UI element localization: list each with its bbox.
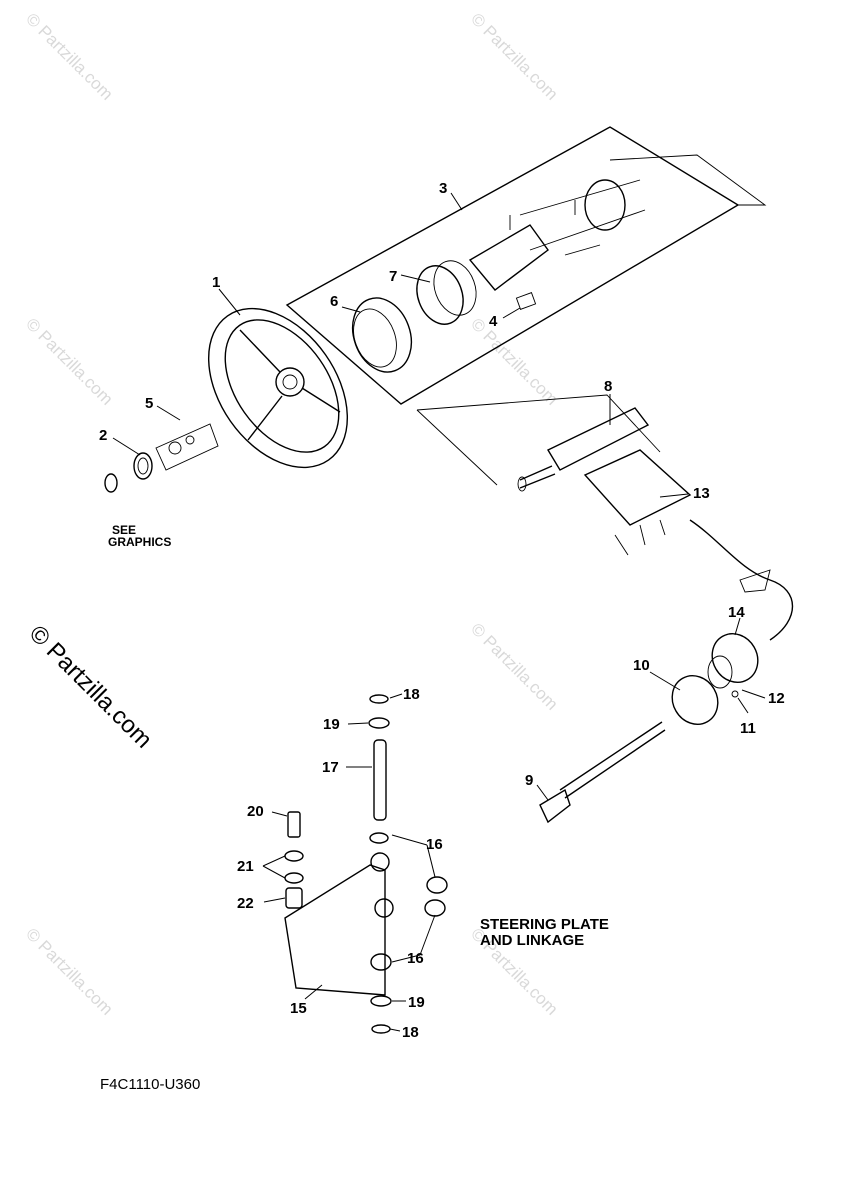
- see-graphics-note: GRAPHICS: [108, 535, 171, 549]
- watermark: © Partzilla.com: [467, 619, 561, 713]
- label-part-18: 18: [403, 686, 420, 703]
- assembly-8-box: [416, 394, 661, 486]
- label-part-19: 19: [323, 716, 340, 733]
- label-part-16: 16: [407, 950, 424, 967]
- label-part-16: 16: [426, 836, 443, 853]
- watermark: © Partzilla.com: [467, 314, 561, 408]
- watermark: © Partzilla.com: [22, 314, 116, 408]
- label-part-2: 2: [99, 427, 107, 444]
- see-graphics-note: SEE: [112, 523, 136, 537]
- label-part-8: 8: [604, 378, 612, 395]
- watermark-group: © Partzilla.com © Partzilla.com © Partzi…: [22, 9, 561, 1018]
- label-part-18: 18: [402, 1024, 419, 1041]
- label-part-5: 5: [145, 395, 153, 412]
- hub-parts: [351, 260, 477, 373]
- label-part-20: 20: [247, 803, 264, 820]
- label-part-14: 14: [728, 604, 745, 621]
- assembly-3-box: [285, 126, 767, 405]
- label-part-10: 10: [633, 657, 650, 674]
- label-part-19: 19: [408, 994, 425, 1011]
- label-part-1: 1: [212, 274, 220, 291]
- steering-wheel-part: [207, 307, 349, 469]
- watermark: © Partzilla.com: [22, 9, 116, 103]
- label-part-9: 9: [525, 772, 533, 789]
- nut-and-washer-part: [104, 423, 219, 493]
- part-labels: 1 2 3 4 5 6 7 8 9 10 11 12 13 14 15 16 1…: [99, 180, 785, 1041]
- watermark-large: © Partzilla.com: [24, 620, 157, 753]
- diagram-caption: AND LINKAGE: [480, 932, 584, 949]
- label-part-6: 6: [330, 293, 338, 310]
- watermark: © Partzilla.com: [22, 924, 116, 1018]
- diagram-caption: STEERING PLATE: [480, 916, 609, 933]
- label-part-3: 3: [439, 180, 447, 197]
- label-part-22: 22: [237, 895, 254, 912]
- label-part-7: 7: [389, 268, 397, 285]
- label-part-12: 12: [768, 690, 785, 707]
- label-part-15: 15: [290, 1000, 307, 1017]
- label-part-21: 21: [237, 858, 254, 875]
- cylinder-and-bracket: [517, 407, 692, 556]
- leader-lines: [112, 192, 766, 1032]
- label-part-11: 11: [740, 720, 756, 737]
- helm-mechanism: [468, 179, 646, 310]
- watermark: © Partzilla.com: [467, 9, 561, 103]
- steering-plate: [284, 694, 448, 1034]
- steering-cable: [539, 519, 794, 824]
- label-part-4: 4: [489, 313, 498, 330]
- diagram-code: F4C1110-U360: [100, 1076, 200, 1093]
- label-part-17: 17: [322, 759, 339, 776]
- label-part-13: 13: [693, 485, 710, 502]
